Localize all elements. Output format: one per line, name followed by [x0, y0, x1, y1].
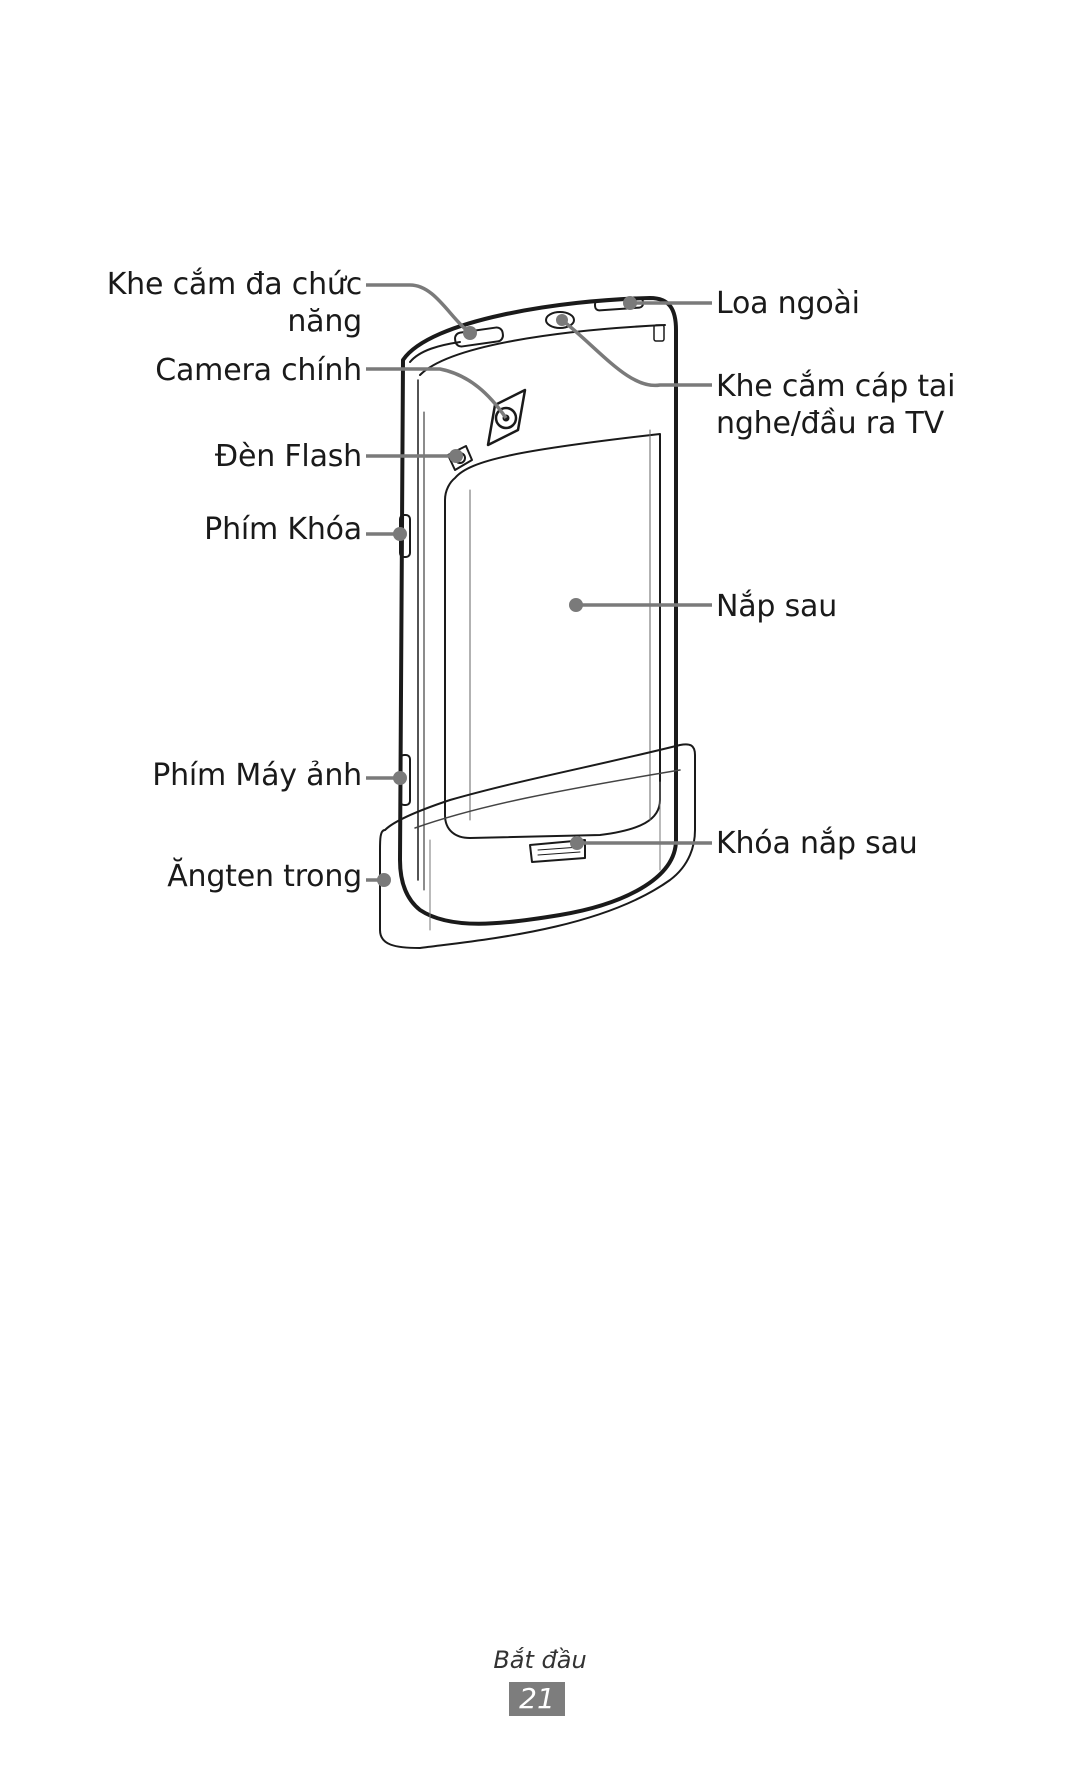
leader-main-camera: [366, 367, 508, 419]
leader-multifunction-jack: [366, 283, 472, 335]
leader-headset-jack: [560, 318, 712, 388]
camera-lens: [494, 406, 518, 430]
label-back-cover: Nắp sau: [716, 589, 838, 624]
label-headset-jack-line2: nghe/đầu ra TV: [716, 406, 944, 441]
label-speaker: Loa ngoài: [716, 286, 860, 321]
camera-lens-housing: [486, 388, 527, 447]
label-headset-jack: Khe cắm cáp tai nghe/đầu ra TV: [716, 368, 955, 442]
back-cover-panel: [444, 433, 661, 839]
label-main-camera: Camera chính: [155, 353, 362, 388]
label-multifunction-jack-line2: năng: [287, 304, 362, 339]
label-back-cover-lock: Khóa nắp sau: [716, 826, 918, 861]
cover-lock-shape: [529, 839, 586, 863]
label-camera-key: Phím Máy ảnh: [152, 758, 362, 793]
label-flash: Đèn Flash: [214, 439, 362, 474]
multifunction-jack-shape: [454, 326, 504, 348]
page-number: 21: [509, 1682, 565, 1716]
antenna-cover: [379, 743, 696, 949]
label-lock-key: Phím Khóa: [204, 512, 362, 547]
label-headset-jack-line1: Khe cắm cáp tai: [716, 369, 956, 404]
section-title: Bắt đầu: [493, 1646, 587, 1674]
phone-inner-rim: [419, 324, 666, 376]
flash-housing: [447, 445, 473, 471]
label-internal-antenna: Ăngten trong: [167, 859, 362, 894]
label-multifunction-jack-line1: Khe cắm đa chức: [106, 267, 362, 302]
headset-jack-shape: [545, 311, 575, 329]
label-multifunction-jack: Khe cắm đa chức năng: [107, 266, 362, 340]
phone-outline: [398, 296, 678, 926]
